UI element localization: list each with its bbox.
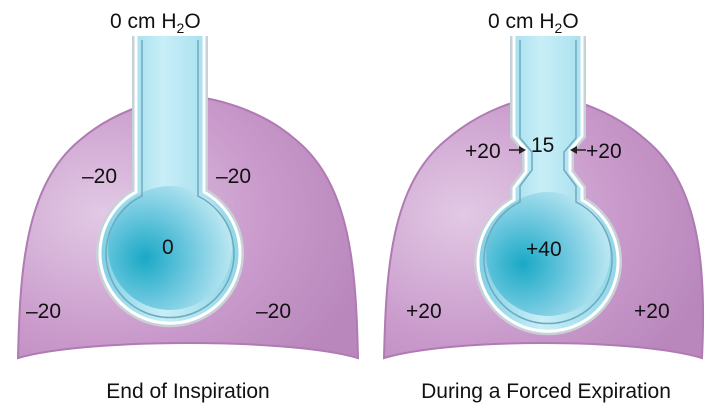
airway-pressure-label: 15 bbox=[531, 134, 554, 157]
pleural-pressure-upper-left: –20 bbox=[82, 165, 117, 188]
compression-arrow-right bbox=[570, 146, 586, 154]
caption-right: During a Forced Expiration bbox=[421, 380, 671, 403]
caption-left: End of Inspiration bbox=[106, 380, 269, 403]
pleural-pressure-upper-left: +20 bbox=[465, 140, 501, 163]
airway-right bbox=[474, 36, 622, 336]
pleural-pressure-lower-left: –20 bbox=[26, 300, 61, 323]
pleural-pressure-lower-left: +20 bbox=[406, 300, 442, 323]
pleural-pressure-lower-right: –20 bbox=[256, 300, 291, 323]
panel-forced-expiration: 0 cm H2O +20 15 +20 +40 +20 +20 During a… bbox=[382, 10, 705, 403]
compression-arrow-left bbox=[509, 146, 526, 154]
airway-left bbox=[96, 36, 244, 328]
alveolus-right bbox=[486, 192, 610, 316]
mouth-pressure-label-right: 0 cm H2O bbox=[488, 10, 579, 36]
mouth-pressure-label-left: 0 cm H2O bbox=[110, 10, 201, 36]
alveolar-pressure-right: +40 bbox=[526, 238, 562, 261]
pleural-pressure-upper-right: +20 bbox=[586, 140, 622, 163]
pleural-pressure-upper-right: –20 bbox=[216, 165, 251, 188]
alveolar-pressure-left: 0 bbox=[162, 236, 174, 259]
alveolus-left bbox=[108, 186, 232, 310]
pleural-pressure-lower-right: +20 bbox=[634, 300, 670, 323]
panel-end-of-inspiration: 0 cm H2O –20 –20 0 –20 –20 End of Inspir… bbox=[16, 10, 360, 403]
